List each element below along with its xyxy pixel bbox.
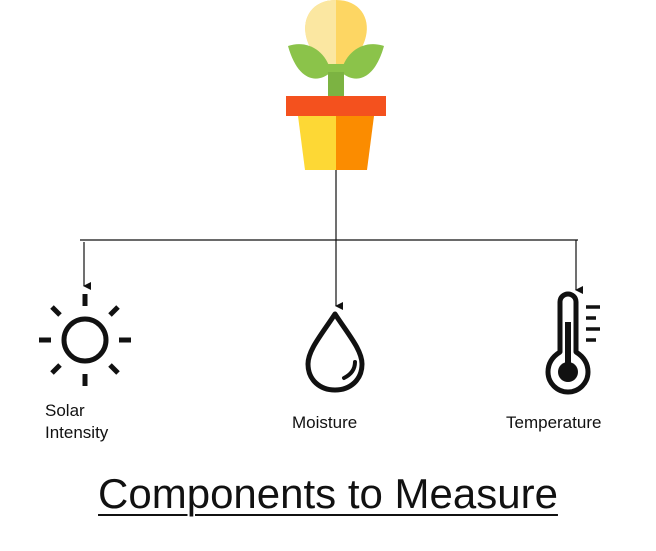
thermometer-icon: [545, 291, 600, 395]
water-drop-icon: [305, 311, 365, 393]
solar-intensity-label: Solar Intensity: [45, 401, 109, 442]
connector-lines: [80, 170, 583, 310]
sun-icon: [39, 294, 131, 386]
diagram-title: Components to Measure: [98, 470, 558, 517]
potted-plant-lightbulb-icon: [286, 0, 386, 170]
moisture-label: Moisture: [292, 413, 358, 432]
temperature-label: Temperature: [506, 413, 602, 432]
